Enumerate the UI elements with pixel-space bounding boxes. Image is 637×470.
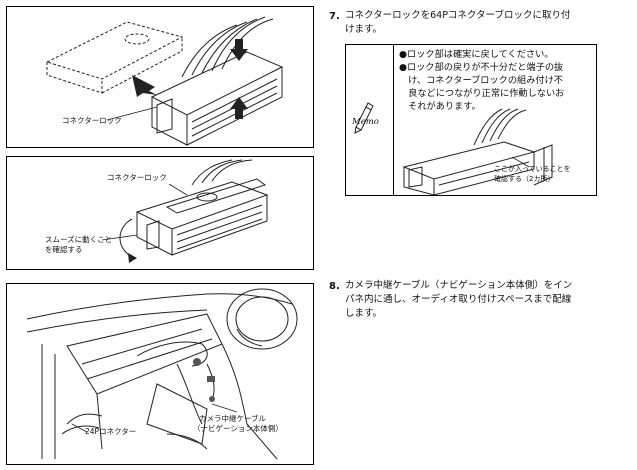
smooth-movement-label: スムーズに動くこと	[45, 235, 113, 244]
step-7-text: コネクターロックを64Pコネクターブロックに取り付 けます。	[345, 9, 571, 37]
memo-side-panel: Memo	[346, 45, 394, 195]
step-8-line: カメラ中継ケーブル（ナビゲーション本体側）をイン	[345, 280, 573, 291]
camera-relay-cable-sublabel: （ナビゲーション本体側）	[193, 424, 283, 433]
step-7-line: コネクターロックを64Pコネクターブロックに取り付	[345, 10, 571, 21]
connector-lock-label: コネクターロック	[62, 116, 122, 125]
memo-tag: Memo	[352, 117, 379, 127]
connector-lock-label: コネクターロック	[107, 173, 167, 182]
memo-box: Memo ●ロック部は確実に戻してください。 ●ロック部の戻りが不十分だと端子の…	[345, 44, 597, 196]
step-8-line: パネ内に通し、オーディオ取り付けスペースまで配線	[345, 294, 572, 305]
confirm-label: を確認する	[45, 245, 83, 254]
connector-lock-check-illustration	[101, 159, 269, 263]
step-8-text: カメラ中継ケーブル（ナビゲーション本体側）をイン パネ内に通し、オーディオ取り付…	[345, 279, 572, 321]
memo-note-line: ●ロック部の戻りが不十分だと端子の抜	[399, 62, 564, 73]
memo-note-line: ●ロック部は確実に戻してください。	[399, 49, 554, 60]
connector-lock-illustration	[45, 16, 284, 146]
memo-notes: ●ロック部は確実に戻してください。 ●ロック部の戻りが不十分だと端子の抜 け、コ…	[399, 48, 564, 113]
step-8-line: します。	[345, 308, 383, 319]
connector-24p-label: 24Pコネクター	[85, 427, 137, 436]
pencil-icon	[354, 102, 374, 134]
figure-connector-lock-check: コネクターロック スムーズに動くこと を確認する	[6, 156, 314, 270]
figure-cable-routing: 24Pコネクター カメラ中継ケーブル （ナビゲーション本体側）	[6, 283, 314, 465]
memo-caption-line-1: ここが入っていることを	[494, 165, 571, 173]
step-8-number: 8.	[329, 281, 340, 292]
dashboard-illustration	[26, 288, 298, 460]
memo-caption-line-2: 確認する（2カ所）	[494, 175, 555, 183]
memo-connector-illustration	[402, 108, 553, 195]
memo-note-line: け、コネクターブロックの組み付け不	[399, 75, 563, 86]
camera-relay-cable-label: カメラ中継ケーブル	[199, 414, 267, 423]
figure-connector-lock-insert: コネクターロック	[6, 6, 314, 148]
step-7-number: 7.	[329, 11, 340, 22]
step-7-line: けます。	[345, 24, 383, 35]
memo-note-line: それがあります。	[399, 101, 481, 112]
memo-note-line: 良などにつながり正常に作動しないお	[399, 88, 565, 99]
